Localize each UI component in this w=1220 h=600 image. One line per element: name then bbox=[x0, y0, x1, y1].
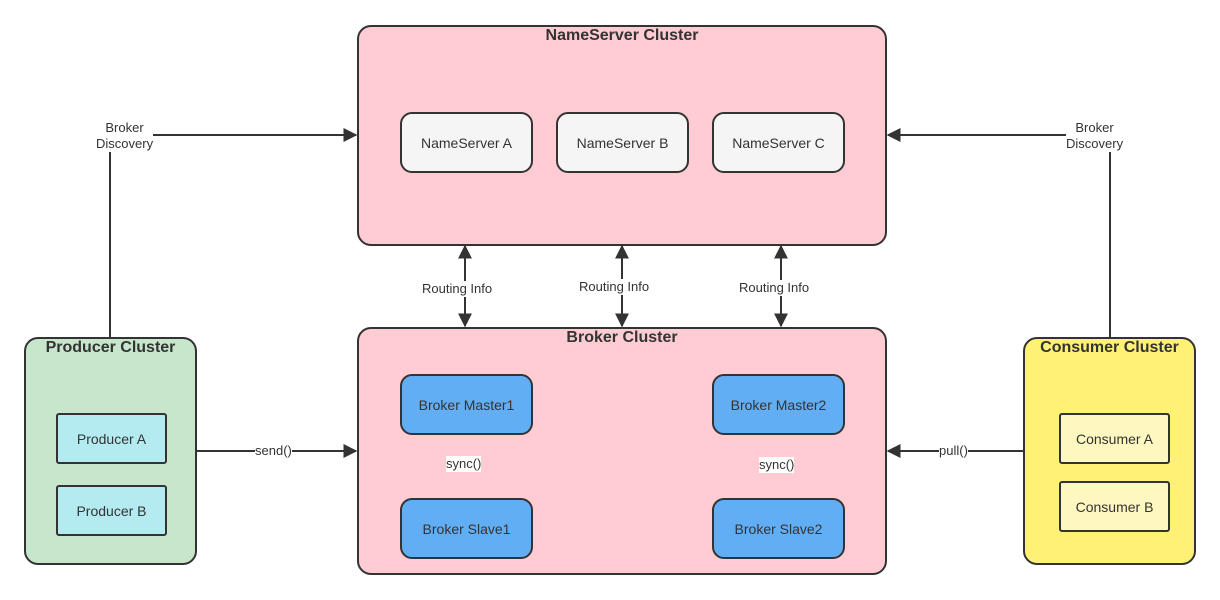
broker-discovery-left-label: Broker Discovery bbox=[96, 120, 154, 152]
broker-cluster-title: Broker Cluster bbox=[566, 329, 678, 346]
nameserver-a-node: NameServer A bbox=[400, 112, 533, 173]
broker-discovery-left-edge bbox=[109, 128, 358, 337]
nameserver-c-node: NameServer C bbox=[712, 112, 845, 173]
producer-cluster-title: Producer Cluster bbox=[45, 339, 176, 356]
broker-slave1-node: Broker Slave1 bbox=[400, 498, 533, 559]
routing-info-label-2: Routing Info bbox=[579, 279, 650, 295]
nameserver-cluster: NameServer Cluster NameServer A NameServ… bbox=[357, 25, 887, 246]
nameserver-b-node: NameServer B bbox=[556, 112, 689, 173]
pull-label: pull() bbox=[939, 443, 968, 459]
broker-master1-node: Broker Master1 bbox=[400, 374, 533, 435]
consumer-b-node: Consumer B bbox=[1059, 481, 1170, 532]
routing-info-label-1: Routing Info bbox=[422, 281, 493, 297]
nameserver-cluster-title: NameServer Cluster bbox=[545, 27, 699, 44]
send-label: send() bbox=[255, 443, 292, 459]
consumer-cluster-title: Consumer Cluster bbox=[1040, 339, 1179, 356]
broker-discovery-right-label: Broker Discovery bbox=[1066, 120, 1124, 152]
consumer-cluster: Consumer Cluster Consumer A Consumer B bbox=[1023, 337, 1196, 565]
sync-label-2: sync() bbox=[759, 457, 795, 473]
consumer-a-node: Consumer A bbox=[1059, 413, 1170, 464]
broker-slave2-node: Broker Slave2 bbox=[712, 498, 845, 559]
broker-master2-node: Broker Master2 bbox=[712, 374, 845, 435]
broker-cluster: Broker Cluster Broker Master1 Broker Mas… bbox=[357, 327, 887, 575]
broker-discovery-right-edge bbox=[886, 128, 1111, 337]
producer-a-node: Producer A bbox=[56, 413, 167, 464]
routing-info-label-3: Routing Info bbox=[739, 280, 810, 296]
producer-b-node: Producer B bbox=[56, 485, 167, 536]
sync-label-1: sync() bbox=[446, 456, 482, 472]
producer-cluster: Producer Cluster Producer A Producer B bbox=[24, 337, 197, 565]
